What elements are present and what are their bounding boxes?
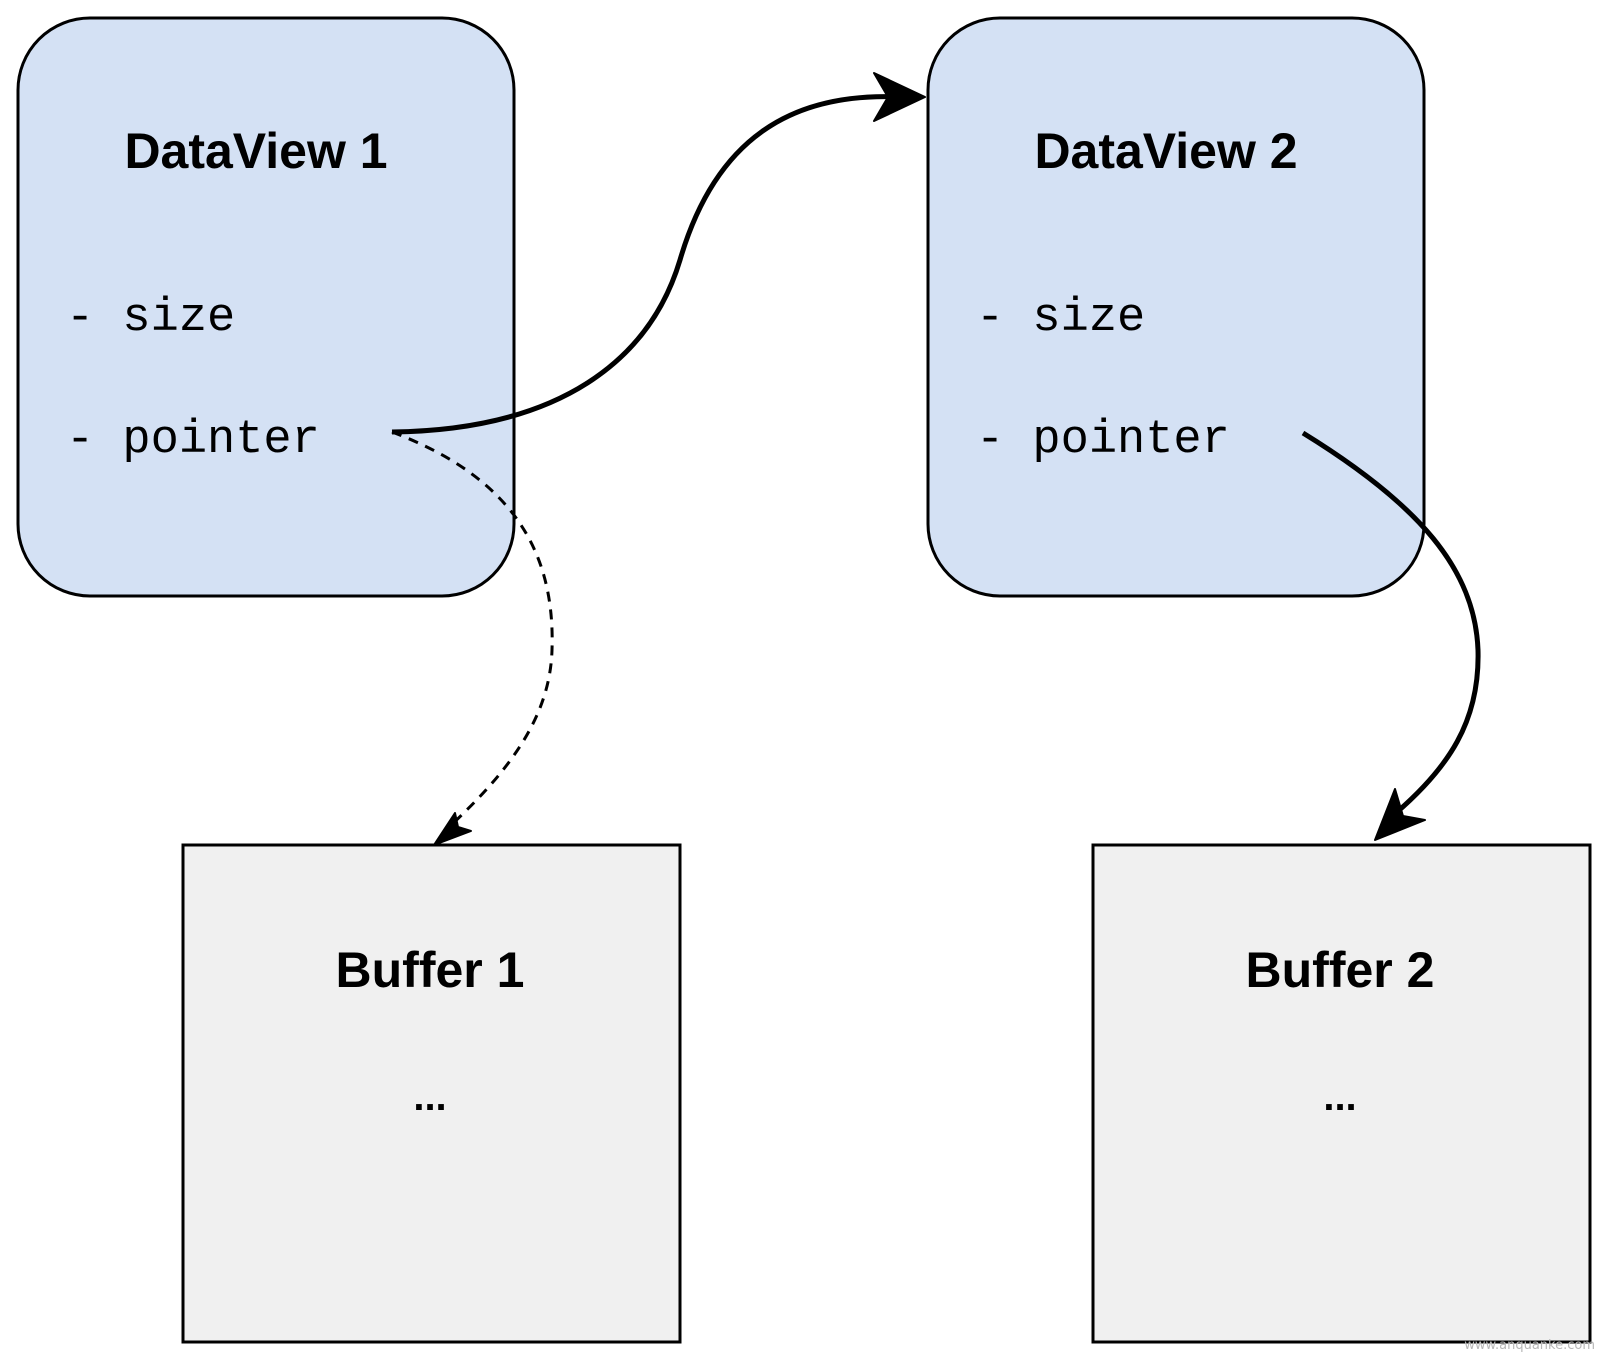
arrow-dataview2-to-buffer2 <box>1301 430 1481 841</box>
arrow-dataview1-to-dataview2 <box>391 72 926 435</box>
dataview-1-node[interactable]: DataView 1 - size - pointer <box>16 16 516 598</box>
watermark: www.anquanke.com <box>1464 1338 1595 1353</box>
dataview-1-title: DataView 1 <box>124 123 387 179</box>
arrowhead-dataview2-icon <box>873 72 926 122</box>
buffer-2-content: ... <box>1323 1075 1356 1119</box>
arrow-dataview1-to-buffer1 <box>391 430 554 846</box>
dataview-2-node[interactable]: DataView 2 - size - pointer <box>926 16 1426 598</box>
dataview-2-field-pointer: - pointer <box>976 414 1230 467</box>
buffer-2-box <box>1091 843 1592 1344</box>
arrowhead-buffer2-icon <box>1374 788 1426 841</box>
buffer-1-node[interactable]: Buffer 1 ... <box>181 843 682 1344</box>
dataview-2-box <box>926 16 1426 598</box>
arrowhead-buffer1-icon <box>433 812 472 846</box>
arrow-line-dataview1-to-dataview2 <box>391 94 901 435</box>
buffer-2-node[interactable]: Buffer 2 ... <box>1091 843 1592 1344</box>
buffer-1-title: Buffer 1 <box>336 942 525 998</box>
arrow-line-dataview2-to-buffer2 <box>1301 430 1481 820</box>
dataview-1-field-size: - size <box>66 292 235 345</box>
dataview-1-box <box>16 16 516 598</box>
buffer-1-content: ... <box>413 1075 446 1119</box>
buffer-2-title: Buffer 2 <box>1246 942 1435 998</box>
dataview-2-title: DataView 2 <box>1034 123 1297 179</box>
dataview-1-field-pointer: - pointer <box>66 414 320 467</box>
buffer-1-box <box>181 843 682 1344</box>
dataview-2-field-size: - size <box>976 292 1145 345</box>
